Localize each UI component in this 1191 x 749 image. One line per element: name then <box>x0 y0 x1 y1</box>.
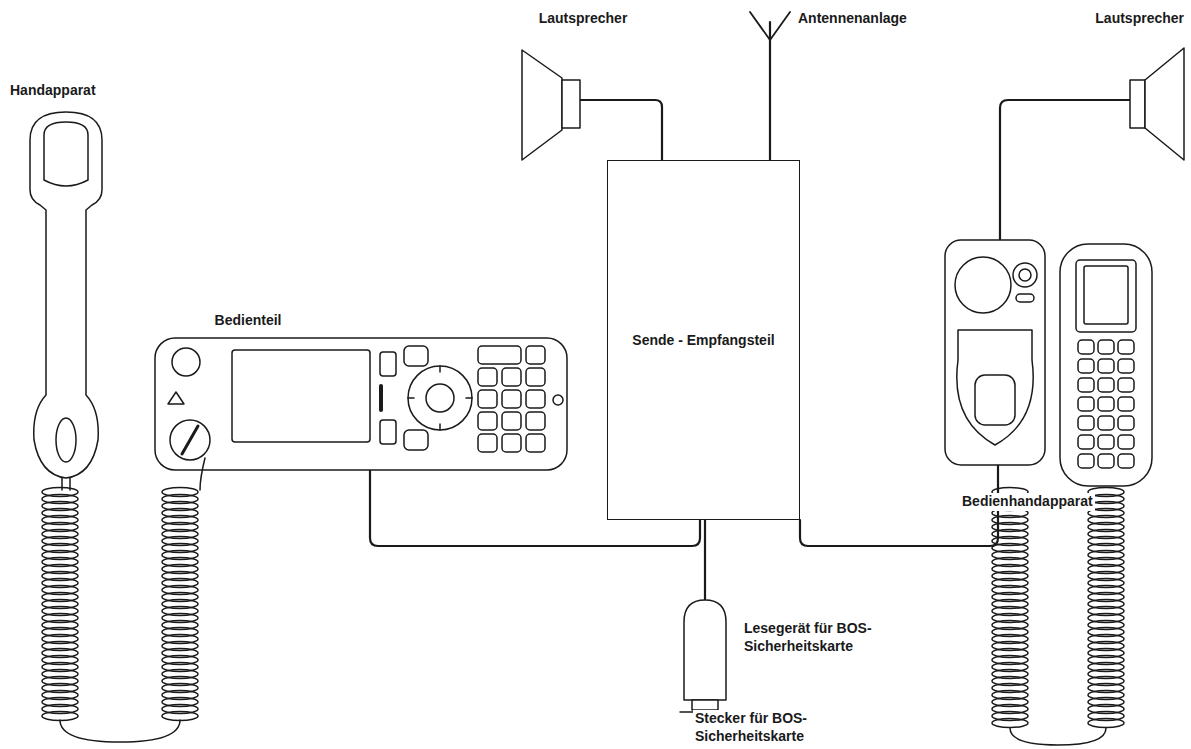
part-label: Stecker für BOS-Sicherheitskarte <box>693 710 867 745</box>
keypad <box>478 346 545 452</box>
coil-cord <box>60 720 180 742</box>
transceiver-box: Sende - Empfangsteil <box>607 160 800 520</box>
part-label: Lesegerät für BOS-Sicherheitskarte <box>742 620 916 655</box>
coil-cord <box>42 488 1124 728</box>
part-label: Bedienteil <box>213 312 284 330</box>
cable <box>370 22 1130 600</box>
part-label: Lautsprecher <box>1093 10 1186 28</box>
part-label: Antennenanlage <box>796 10 909 28</box>
control-unit <box>155 338 567 490</box>
part-label: Lautsprecher <box>537 10 630 28</box>
speaker-symbol <box>522 50 580 160</box>
card-reader <box>680 600 730 712</box>
handset <box>30 112 102 490</box>
part-label: Bedienhandapparat <box>960 493 1095 511</box>
speaker-symbol <box>1130 48 1184 160</box>
handset-cradle <box>945 240 1045 465</box>
antenna-symbol <box>750 12 790 40</box>
unit-label: Sende - Empfangsteil <box>628 328 778 352</box>
coil-cord <box>1010 728 1106 745</box>
part-label: Handapparat <box>8 82 98 100</box>
keypad <box>1078 340 1134 468</box>
control-handset <box>1060 244 1152 486</box>
